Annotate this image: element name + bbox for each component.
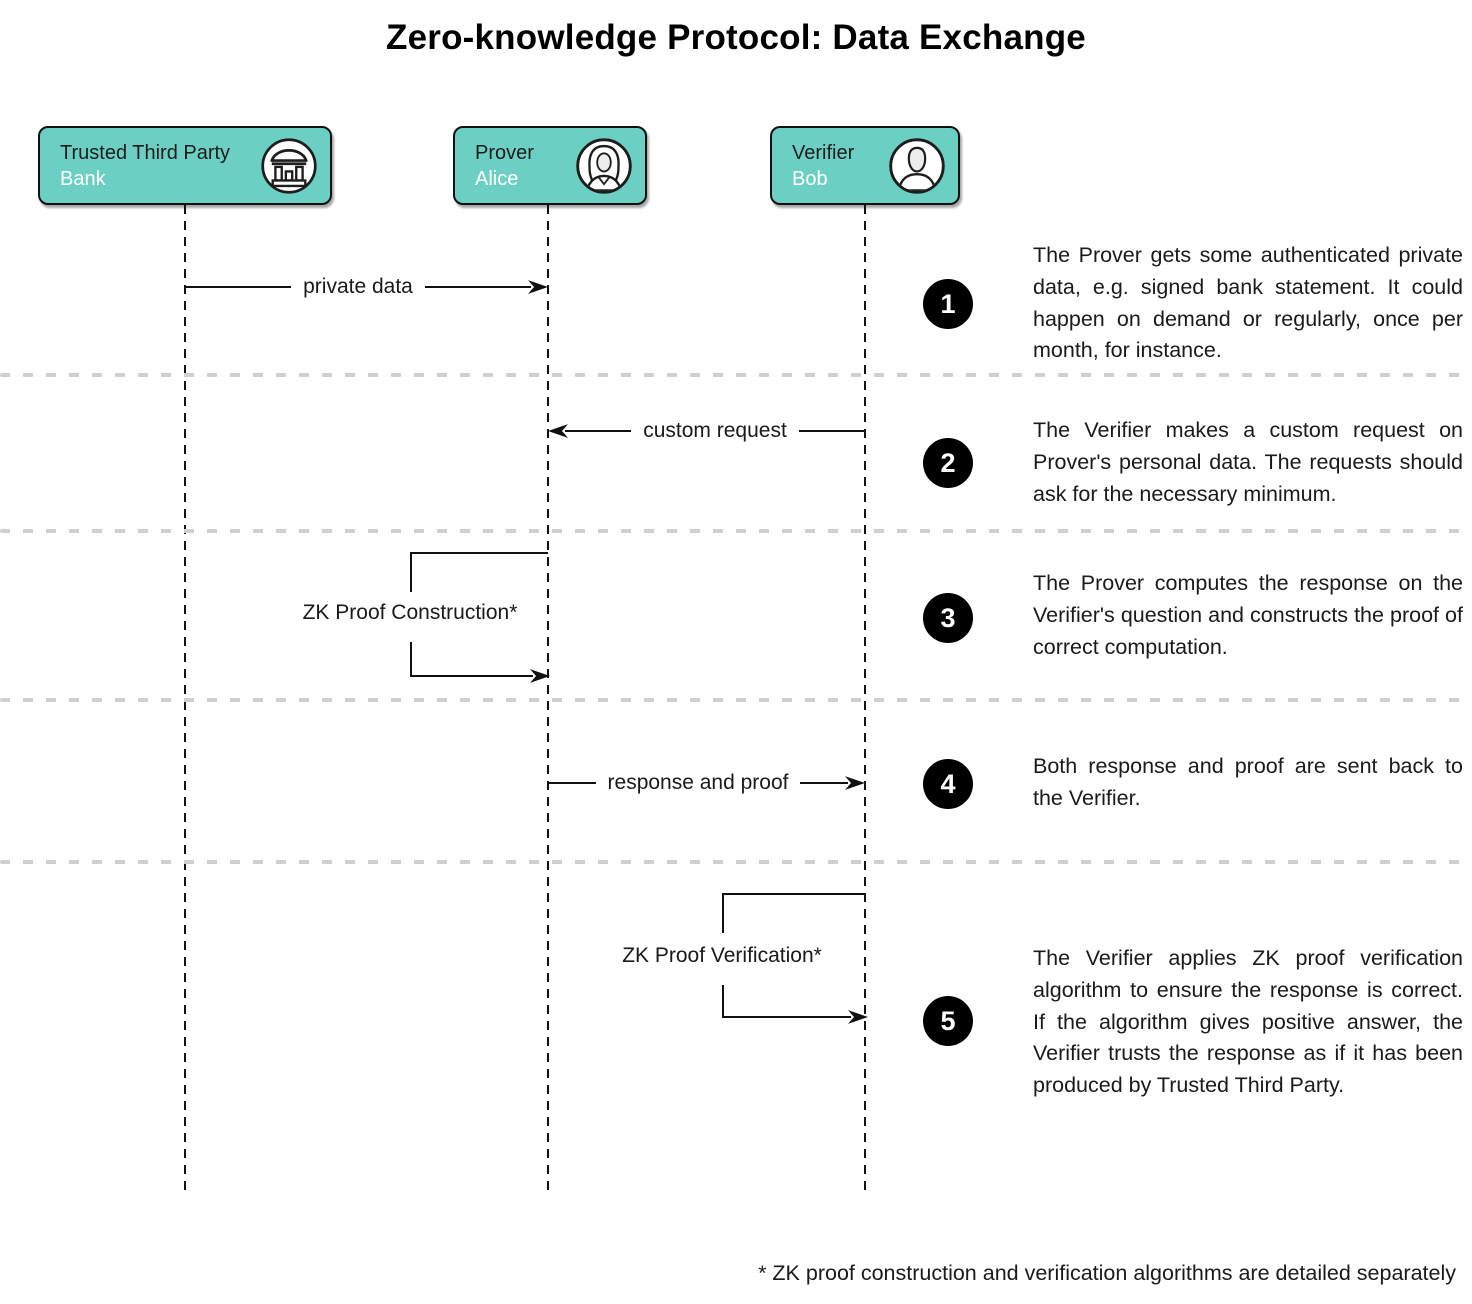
arrowhead-right-icon <box>528 280 548 294</box>
message-label: private data <box>303 275 413 298</box>
message-label: custom request <box>643 419 787 442</box>
actor-name: Bob <box>792 167 828 190</box>
step-badge-4: 4 <box>923 759 973 809</box>
message-line <box>800 782 848 784</box>
actor-role: Prover <box>475 141 534 164</box>
arrowhead-right-icon <box>845 776 865 790</box>
step-separator <box>0 529 1472 533</box>
actor-box-verifier: Verifier Bob <box>770 126 960 205</box>
arrowhead-right-icon <box>848 1010 868 1024</box>
actor-role: Trusted Third Party <box>60 141 231 164</box>
bank-icon <box>260 137 318 195</box>
diagram-title: Zero-knowledge Protocol: Data Exchange <box>386 18 1086 57</box>
loop-label: ZK Proof Construction* <box>302 601 518 624</box>
step-description-4: Both response and proof are sent back to… <box>1033 754 1463 810</box>
actor-labels: Trusted Third Party Bank <box>60 140 230 192</box>
step-description-1: The Prover gets some authenticated priva… <box>1033 243 1463 363</box>
step-separator <box>0 698 1472 702</box>
step-description-5: The Verifier applies ZK proof verificati… <box>1033 946 1463 1098</box>
loop-line <box>410 552 548 554</box>
step-separator <box>0 860 1472 864</box>
message-line <box>548 782 596 784</box>
loop-line <box>410 642 412 675</box>
step-badge-3: 3 <box>923 593 973 643</box>
loop-label: ZK Proof Verification* <box>622 944 822 967</box>
loop-line <box>722 893 724 933</box>
message-line <box>424 286 531 288</box>
message-custom-request: custom request <box>548 418 866 444</box>
step-badge-2: 2 <box>923 438 973 488</box>
man-icon <box>888 137 946 195</box>
step-badge-1: 1 <box>923 279 973 329</box>
message-line <box>722 1016 851 1018</box>
loop-arrow <box>722 1004 868 1030</box>
actor-box-prover: Prover Alice <box>453 126 647 205</box>
message-line <box>565 430 632 432</box>
step-badge-5: 5 <box>923 996 973 1046</box>
message-response-and-proof: response and proof <box>548 770 865 796</box>
actor-labels: Prover Alice <box>475 140 534 192</box>
step-description-3: The Prover computes the response on the … <box>1033 571 1463 659</box>
actor-name: Bank <box>60 167 106 190</box>
loop-line <box>410 552 412 592</box>
loop-line <box>722 893 866 895</box>
message-label: response and proof <box>607 771 789 794</box>
footnote: * ZK proof construction and verification… <box>758 1261 1456 1285</box>
woman-icon <box>575 137 633 195</box>
actor-name: Alice <box>475 167 519 190</box>
loop-arrow <box>410 663 550 689</box>
actor-role: Verifier <box>792 141 855 164</box>
message-line <box>410 675 533 677</box>
message-private-data: private data <box>185 274 548 300</box>
actor-labels: Verifier Bob <box>792 140 854 192</box>
arrowhead-right-icon <box>530 669 550 683</box>
step-separator <box>0 373 1472 377</box>
step-description-2: The Verifier makes a custom request on P… <box>1033 418 1463 506</box>
message-line <box>185 286 292 288</box>
loop-line <box>722 985 724 1018</box>
message-line <box>798 430 866 432</box>
actor-box-trusted-third-party: Trusted Third Party Bank <box>38 126 332 205</box>
